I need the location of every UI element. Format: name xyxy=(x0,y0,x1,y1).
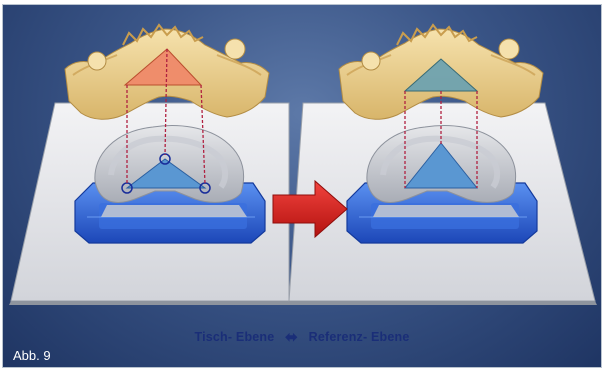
double-arrow-icon: ⬌ xyxy=(285,328,298,346)
illustration xyxy=(3,5,601,367)
figure-number: Abb. 9 xyxy=(13,348,51,363)
reference-plane-label: Referenz- Ebene xyxy=(309,330,410,344)
table-plane-label: Tisch- Ebene xyxy=(194,330,274,344)
plane-caption: Tisch- Ebene ⬌ Referenz- Ebene xyxy=(3,328,601,346)
figure-panel: Tisch- Ebene ⬌ Referenz- Ebene Abb. 9 xyxy=(2,4,602,368)
